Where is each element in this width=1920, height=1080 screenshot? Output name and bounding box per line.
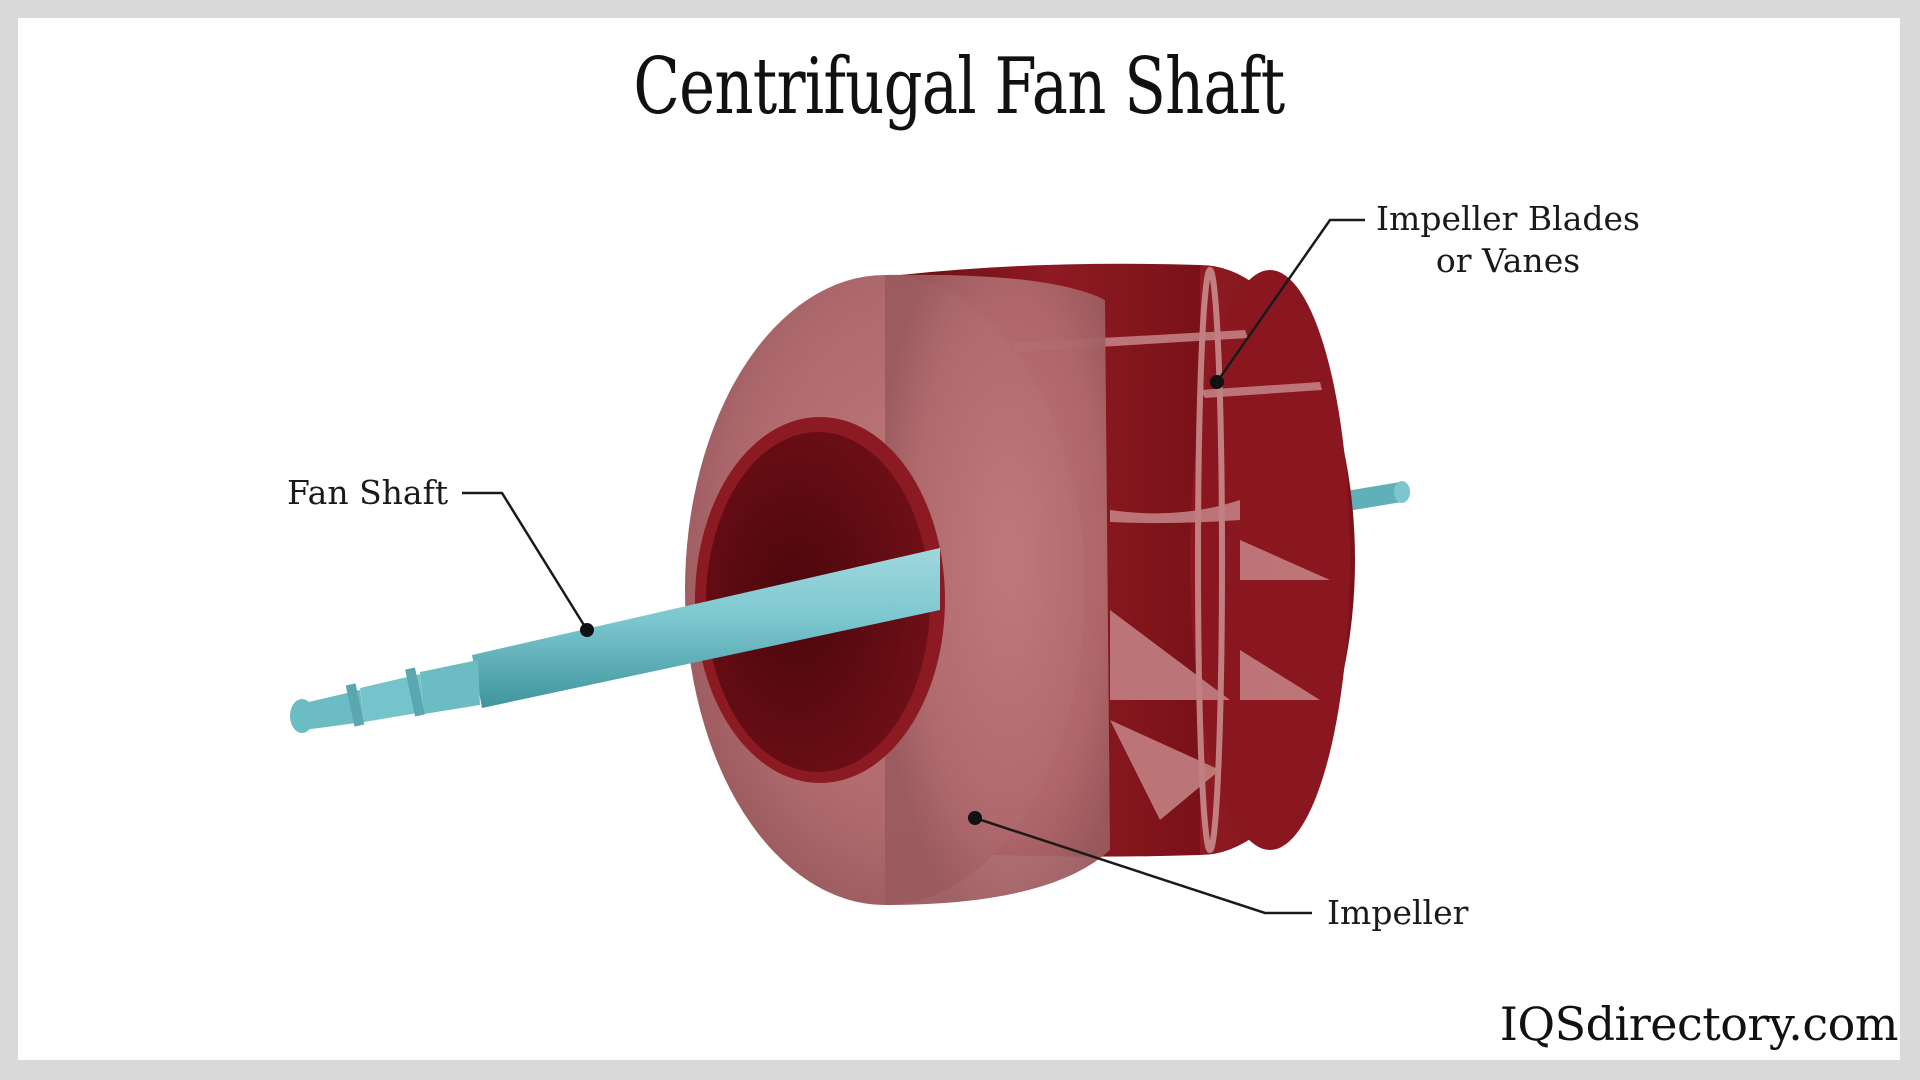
callout-dot-impeller	[968, 811, 982, 825]
callout-dot-impeller-blades	[1210, 375, 1224, 389]
leader-line-impeller	[974, 816, 1312, 915]
fan-shaft	[290, 548, 940, 733]
callout-dot-fan-shaft	[580, 623, 594, 637]
label-impeller: Impeller	[1327, 893, 1469, 932]
label-impeller-blades-line2: or Vanes	[1435, 241, 1581, 280]
leader-lines	[462, 218, 1365, 915]
label-fan-shaft: Fan Shaft	[287, 473, 449, 512]
leader-line-fan-shaft	[462, 491, 589, 631]
label-impeller-blades-line1: Impeller Blades	[1376, 199, 1640, 238]
shaft-rear-stub	[1340, 481, 1410, 512]
watermark: IQSdirectory.com	[1499, 997, 1899, 1051]
leader-line-impeller-blades	[1215, 218, 1365, 383]
page-title: Centrifugal Fan Shaft	[633, 42, 1285, 132]
label-impeller-blades: Impeller Blades or Vanes	[1372, 198, 1644, 282]
